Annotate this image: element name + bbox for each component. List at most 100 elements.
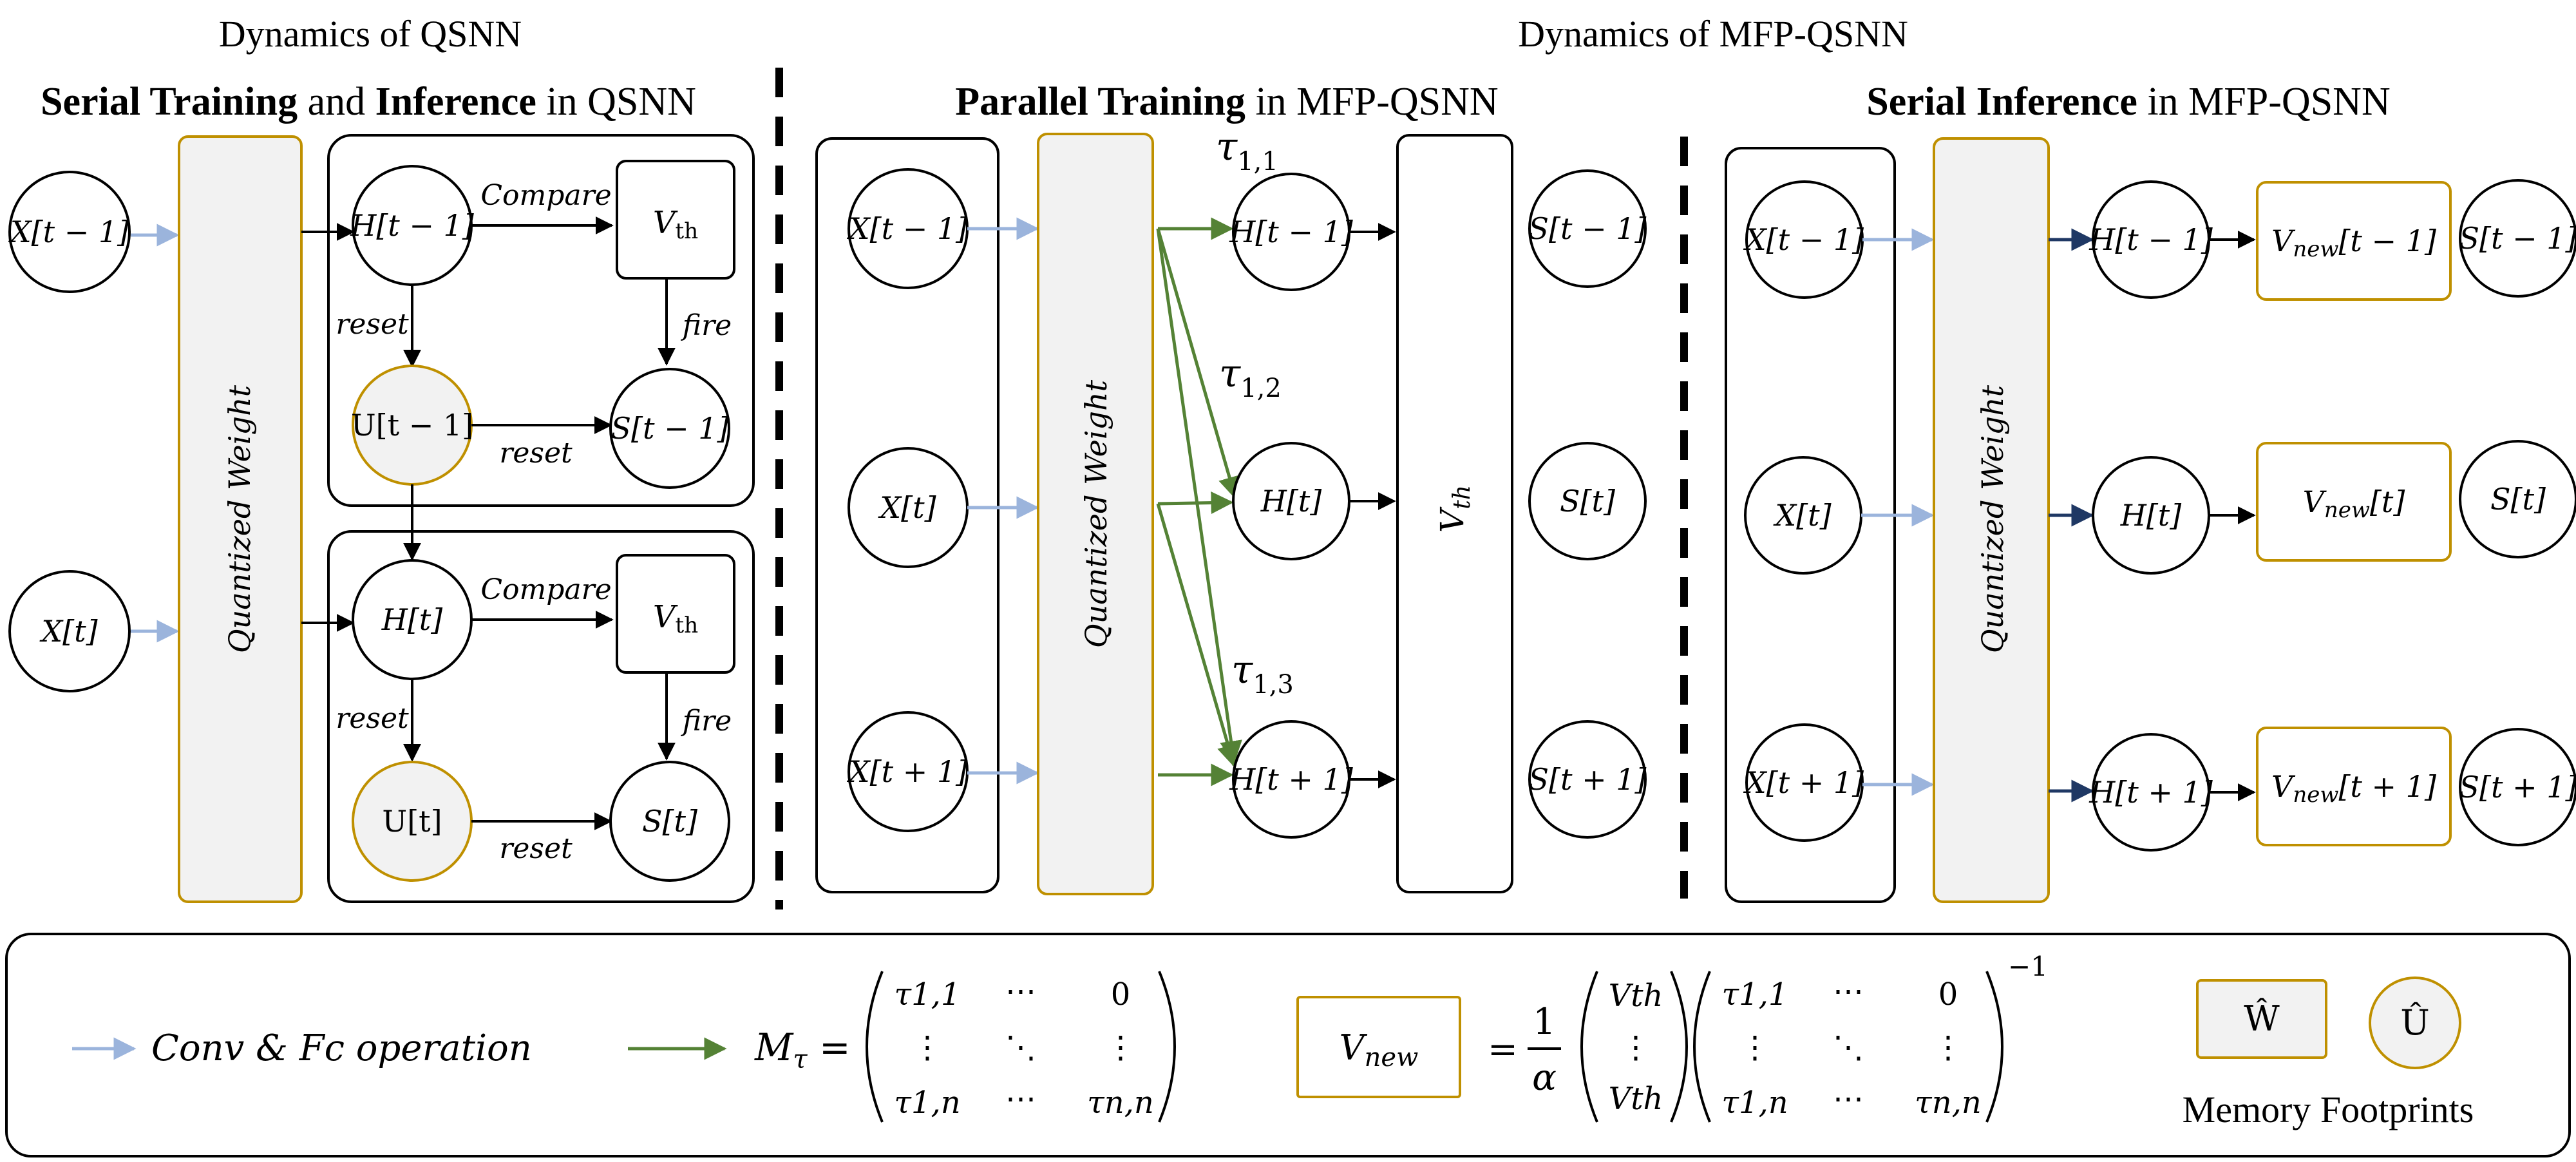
legend-frac-num: 1 bbox=[1533, 1001, 1556, 1043]
parallel-vth-bar bbox=[1396, 134, 1513, 893]
inverse-matrix-cell: 0 bbox=[1938, 976, 1958, 1013]
matrix-cell: τ1,n bbox=[894, 1085, 960, 1121]
inference-h-label-1: H[t] bbox=[2120, 498, 2182, 533]
qsnn-s-label-cur: S[t] bbox=[642, 804, 697, 839]
qsnn-block-cur bbox=[327, 530, 755, 903]
matrix-right-paren bbox=[1158, 971, 1176, 1123]
serial-inference-title: Serial Inference in MFP-QSNN bbox=[1866, 80, 2390, 124]
legend-u-hat-circle bbox=[2369, 976, 2461, 1069]
matrix-cell: ⋮ bbox=[1105, 1029, 1136, 1065]
qsnn-input-label-prev: X[t − 1] bbox=[8, 214, 129, 249]
qsnn-h-label-cur: H[t] bbox=[381, 602, 443, 637]
parallel-quantized-weight-bar bbox=[1037, 133, 1154, 895]
parallel-input-container bbox=[815, 137, 999, 893]
inference-vnew-box-2 bbox=[2256, 727, 2452, 846]
inference-input-container bbox=[1725, 147, 1896, 903]
inverse-exponent: −1 bbox=[2008, 951, 2048, 982]
parallel-vth-label: Vth bbox=[1434, 485, 1475, 533]
inference-input-label-1: X[t] bbox=[1773, 498, 1831, 533]
parallel-s-node-2 bbox=[1528, 720, 1647, 839]
inverse-matrix-right-paren bbox=[1985, 971, 2003, 1123]
qsnn-block-prev bbox=[327, 134, 755, 507]
inference-input-label-0: X[t − 1] bbox=[1743, 222, 1864, 257]
matrix-cell: 0 bbox=[1111, 976, 1131, 1013]
qsnn-u-label-cur: U[t] bbox=[382, 804, 442, 839]
inference-quantized-weight-bar bbox=[1933, 137, 2050, 903]
legend-memory-footprints-label: Memory Footprints bbox=[2183, 1089, 2474, 1130]
vth-vector-left-paren bbox=[1580, 971, 1598, 1123]
parallel-quantized-weight-label: Quantized Weight bbox=[1079, 379, 1113, 648]
inference-s-label-1: S[t] bbox=[2490, 482, 2546, 517]
inference-s-node-1 bbox=[2459, 440, 2576, 558]
parallel-green-arrow-02 bbox=[1156, 228, 1242, 764]
mfp-dynamics-title: Dynamics of MFP-QSNN bbox=[1518, 13, 1908, 55]
matrix-cell: τ1,1 bbox=[895, 976, 961, 1013]
vth-vector-cell: ⋮ bbox=[1620, 1029, 1651, 1065]
inference-panel: X[t − 1] X[t] X[t + 1] Quantized Weight … bbox=[1725, 137, 2576, 903]
inverse-matrix-cell: ⋮ bbox=[1739, 1029, 1770, 1065]
inverse-matrix-cell: ⋯ bbox=[1833, 973, 1864, 1009]
matrix-cell: ⋯ bbox=[1005, 973, 1036, 1009]
inference-vnew-label-2: Vnew[t + 1] bbox=[2271, 769, 2436, 808]
matrix-cell: ⋱ bbox=[1005, 1029, 1036, 1065]
qsnn-input-node-cur bbox=[8, 570, 131, 692]
legend-u-hat-label: Û bbox=[2400, 1002, 2430, 1043]
parallel-h-label-2: H[t + 1] bbox=[1229, 762, 1353, 797]
legend-frac-den: α bbox=[1532, 1057, 1557, 1099]
inverse-matrix-left-paren bbox=[1693, 971, 1711, 1123]
parallel-green-arrow-12 bbox=[1156, 503, 1240, 768]
qsnn-u-label-prev: U[t − 1] bbox=[351, 408, 473, 443]
matrix-cell: ⋮ bbox=[912, 1029, 943, 1065]
legend-conv-label: Conv & Fc operation bbox=[151, 1027, 532, 1069]
tau-label-1: τ1,2 bbox=[1219, 351, 1282, 403]
parallel-green-arrow-01 bbox=[1156, 228, 1241, 500]
qsnn-fire-label-cur: fire bbox=[681, 705, 732, 738]
parallel-input-label-2: X[t + 1] bbox=[847, 754, 967, 789]
parallel-s-label-2: S[t + 1] bbox=[1529, 762, 1647, 797]
inverse-matrix-cell: ⋮ bbox=[1933, 1029, 1964, 1065]
parallel-green-arrow-11 bbox=[1157, 491, 1234, 515]
qsnn-vth-label-cur: Vth bbox=[653, 599, 698, 638]
inference-vnew-box-0 bbox=[2256, 181, 2452, 301]
parallel-training-title: Parallel Training in MFP-QSNN bbox=[955, 80, 1498, 124]
serial-training-title: Serial Training and Inference in QSNN bbox=[41, 80, 696, 124]
qsnn-h-label-prev: H[t − 1] bbox=[350, 208, 474, 243]
qsnn-vth-box-prev bbox=[616, 160, 735, 280]
parallel-s-node-0 bbox=[1528, 169, 1647, 288]
inference-input-label-2: X[t + 1] bbox=[1743, 765, 1864, 800]
vth-vector-cell: Vth bbox=[1609, 978, 1663, 1014]
parallel-h-label-0: H[t − 1] bbox=[1229, 214, 1353, 249]
qsnn-dynamics-title: Dynamics of QSNN bbox=[219, 13, 522, 55]
vth-vector-cell: Vth bbox=[1609, 1081, 1663, 1117]
parallel-s-node-1 bbox=[1528, 442, 1647, 560]
qsnn-quantized-weight-bar bbox=[178, 135, 303, 903]
inference-input-node-2 bbox=[1745, 723, 1864, 842]
inverse-matrix-cell: τ1,1 bbox=[1722, 976, 1788, 1013]
qsnn-s-label-prev: S[t − 1] bbox=[611, 411, 729, 446]
qsnn-reset-label-bottom-prev: reset bbox=[499, 437, 573, 470]
inverse-matrix-cell: τn,n bbox=[1915, 1085, 1982, 1121]
inference-quantized-weight-label: Quantized Weight bbox=[1975, 385, 2010, 653]
vth-vector-right-paren bbox=[1670, 971, 1688, 1123]
qsnn-quantized-weight-label: Quantized Weight bbox=[222, 385, 257, 653]
tau-label-2: τ1,3 bbox=[1231, 647, 1294, 700]
matrix-cell: ⋯ bbox=[1005, 1081, 1036, 1117]
qsnn-panel: X[t − 1] X[t] Quantized Weight H[t − 1] … bbox=[8, 134, 755, 903]
inference-s-label-2: S[t + 1] bbox=[2459, 770, 2576, 805]
inference-h-label-0: H[t − 1] bbox=[2088, 222, 2213, 257]
inference-vnew-label-0: Vnew[t − 1] bbox=[2271, 224, 2436, 262]
matrix-cell: τn,n bbox=[1087, 1085, 1154, 1121]
inverse-matrix-cell: ⋱ bbox=[1833, 1029, 1864, 1065]
tau-label-0: τ1,1 bbox=[1216, 124, 1278, 176]
legend-vnew-box bbox=[1296, 996, 1461, 1098]
legend-panel: Conv & Fc operation Mτ = τ1,1 ⋯ 0 ⋮ ⋱ ⋮ … bbox=[5, 933, 2571, 1157]
legend-w-hat-label: Ŵ bbox=[2244, 997, 2280, 1039]
parallel-s-label-0: S[t − 1] bbox=[1529, 211, 1647, 246]
inference-vnew-label-1: Vnew[t] bbox=[2303, 484, 2405, 523]
qsnn-fire-label-prev: fire bbox=[681, 309, 732, 342]
inference-vnew-box-1 bbox=[2256, 442, 2452, 562]
parallel-panel: X[t − 1] X[t] X[t + 1] Quantized Weight … bbox=[815, 124, 1647, 895]
inverse-matrix-cell: τ1,n bbox=[1721, 1085, 1788, 1121]
qsnn-compare-label-cur: Compare bbox=[480, 573, 611, 606]
qsnn-reset-label-left-cur: reset bbox=[336, 702, 409, 735]
